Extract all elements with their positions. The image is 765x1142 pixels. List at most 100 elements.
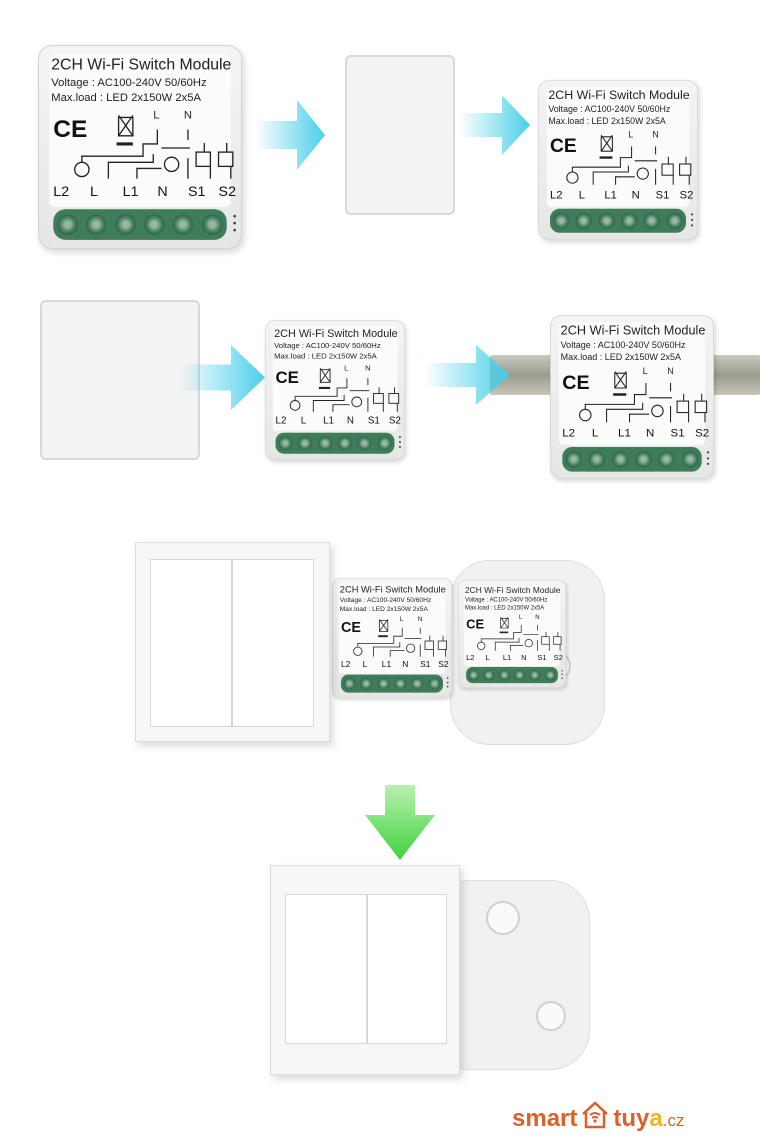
- terminal-label: L: [485, 652, 490, 662]
- switch-rocker-left[interactable]: [150, 559, 232, 727]
- switch-rocker-right[interactable]: [232, 559, 314, 727]
- terminal-screw: [377, 677, 390, 690]
- terminal-screw: [144, 214, 165, 235]
- module-voltage: Voltage : AC100-240V 50/60Hz: [339, 596, 432, 604]
- label-n: N: [667, 366, 674, 377]
- terminal-label: L: [90, 182, 98, 200]
- terminal-label: L2: [53, 182, 70, 200]
- switch-rocker-right[interactable]: [367, 894, 447, 1044]
- switch-rocker-left[interactable]: [285, 894, 367, 1044]
- terminal-label: S2: [695, 425, 710, 439]
- terminal-screw: [86, 214, 107, 235]
- terminal-label: S1: [655, 188, 670, 201]
- label-l: L: [519, 614, 523, 621]
- module-voltage: Voltage : AC100-240V 50/60Hz: [560, 340, 686, 351]
- ce-mark: CE: [53, 115, 88, 143]
- terminal-label: N: [346, 414, 354, 426]
- indicator-dots: •••: [690, 210, 694, 231]
- terminal-screw: [357, 436, 372, 451]
- label-n: N: [652, 130, 659, 140]
- terminal-label: L: [578, 188, 586, 201]
- module-voltage: Voltage : AC100-240V 50/60Hz: [274, 341, 381, 351]
- ce-mark: CE: [562, 371, 590, 394]
- module-title: 2CH Wi-Fi Switch Module: [51, 56, 232, 74]
- terminal-screw: [411, 677, 424, 690]
- terminal-screw: [483, 669, 495, 681]
- module-voltage: Voltage : AC100-240V 50/60Hz: [465, 596, 548, 604]
- mounting-bracket: [40, 300, 200, 460]
- wiring-diagram: [74, 114, 234, 179]
- indicator-dots: •••: [706, 448, 710, 470]
- module-title: 2CH Wi-Fi Switch Module: [339, 584, 446, 595]
- green-down-arrow-icon: [365, 785, 435, 860]
- indicator-dots: •••: [561, 668, 564, 682]
- terminal-screw: [565, 451, 583, 468]
- terminal-screw: [337, 436, 352, 451]
- terminal-label: L: [300, 414, 307, 426]
- terminal-label: S1: [670, 425, 685, 439]
- terminal-label: L1: [618, 425, 631, 439]
- terminal-screw: [298, 436, 313, 451]
- label-l: L: [628, 130, 634, 140]
- terminal-block: [550, 208, 686, 233]
- terminal-block: [53, 209, 227, 240]
- label-l: L: [399, 615, 404, 623]
- terminal-screw: [57, 214, 78, 235]
- house-wifi-icon: [582, 1101, 609, 1129]
- terminal-label: L1: [323, 414, 335, 426]
- terminal-screw: [173, 214, 194, 235]
- terminal-screw: [360, 677, 373, 690]
- terminal-label: L: [591, 425, 599, 439]
- wiring-diagram: [578, 371, 708, 423]
- cyan-arrow-icon: [425, 345, 510, 405]
- terminal-screw: [468, 669, 480, 681]
- label-n: N: [535, 614, 540, 621]
- label-l: L: [642, 366, 648, 377]
- terminal-block: [275, 432, 395, 454]
- label-n: N: [365, 364, 371, 373]
- terminal-label: L1: [502, 652, 512, 662]
- terminal-label: N: [402, 659, 409, 669]
- logo-tuy-text: tuy: [613, 1105, 650, 1132]
- terminal-label: L2: [341, 659, 351, 669]
- module-max-load: Max.load : LED 2x150W 2x5A: [274, 352, 377, 361]
- terminal-screw: [377, 436, 392, 451]
- terminal-label: S2: [218, 182, 237, 200]
- terminal-label: N: [631, 188, 640, 201]
- logo-domain-text: .cz: [662, 1111, 685, 1130]
- terminal-screw: [598, 212, 615, 229]
- terminal-label: N: [645, 425, 655, 439]
- terminal-screw: [553, 212, 570, 229]
- terminal-label: S2: [438, 659, 449, 669]
- terminal-label: S1: [420, 659, 431, 669]
- terminal-screw: [394, 677, 407, 690]
- terminal-screw: [498, 669, 510, 681]
- terminal-screw: [544, 669, 556, 681]
- terminal-label: L1: [604, 188, 617, 201]
- label-l: L: [344, 364, 349, 373]
- ce-mark: CE: [466, 617, 485, 632]
- terminal-block: [341, 674, 443, 693]
- terminal-screw: [643, 212, 660, 229]
- terminal-label: S2: [679, 188, 694, 201]
- module-max-load: Max.load : LED 2x150W 2x5A: [548, 116, 666, 127]
- cyan-arrow-icon: [460, 95, 530, 155]
- terminal-screw: [278, 436, 293, 451]
- wiring-diagram: [353, 619, 447, 657]
- module-title: 2CH Wi-Fi Switch Module: [560, 324, 706, 338]
- module-max-load: Max.load : LED 2x150W 2x5A: [560, 352, 681, 363]
- terminal-label: N: [521, 652, 527, 662]
- terminal-label: L2: [550, 188, 563, 201]
- terminal-screw: [343, 677, 356, 690]
- terminal-screw: [681, 451, 699, 468]
- terminal-screw: [318, 436, 333, 451]
- label-n: N: [417, 615, 423, 623]
- label-n: N: [183, 109, 192, 122]
- ce-mark: CE: [275, 368, 299, 388]
- module-voltage: Voltage : AC100-240V 50/60Hz: [548, 104, 671, 115]
